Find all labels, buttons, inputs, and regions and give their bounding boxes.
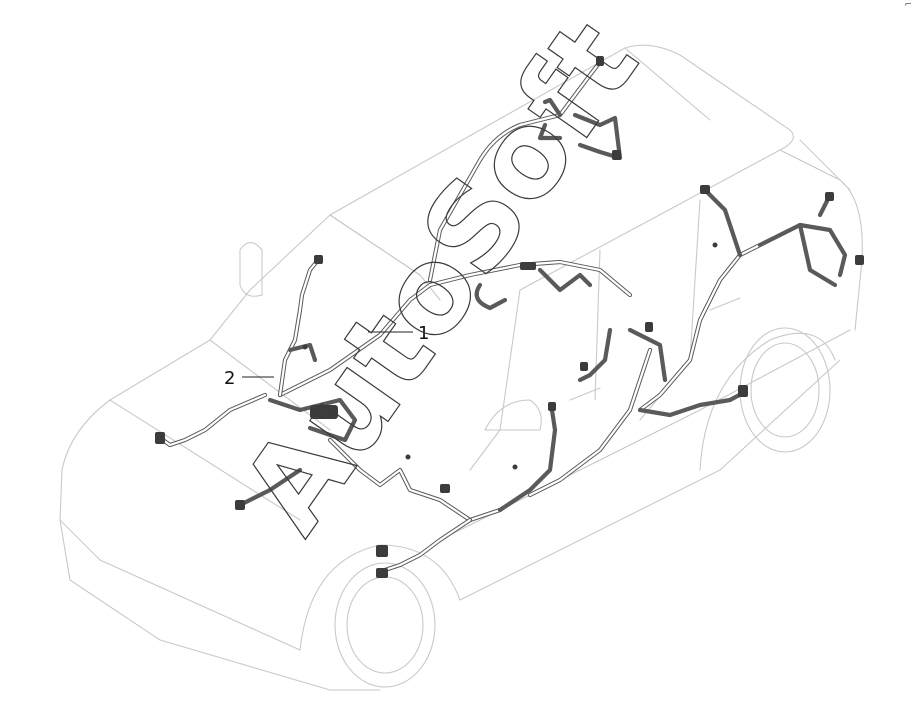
watermark: AutoSoft bbox=[215, 0, 665, 556]
callout-label-1: 1 bbox=[418, 323, 429, 344]
wiring-harness bbox=[155, 56, 864, 578]
callout-2: 2 bbox=[224, 368, 274, 389]
corner-mark: ⌐ bbox=[904, 0, 912, 10]
callout-1: 1 bbox=[368, 323, 429, 344]
callout-label-2: 2 bbox=[224, 368, 235, 389]
